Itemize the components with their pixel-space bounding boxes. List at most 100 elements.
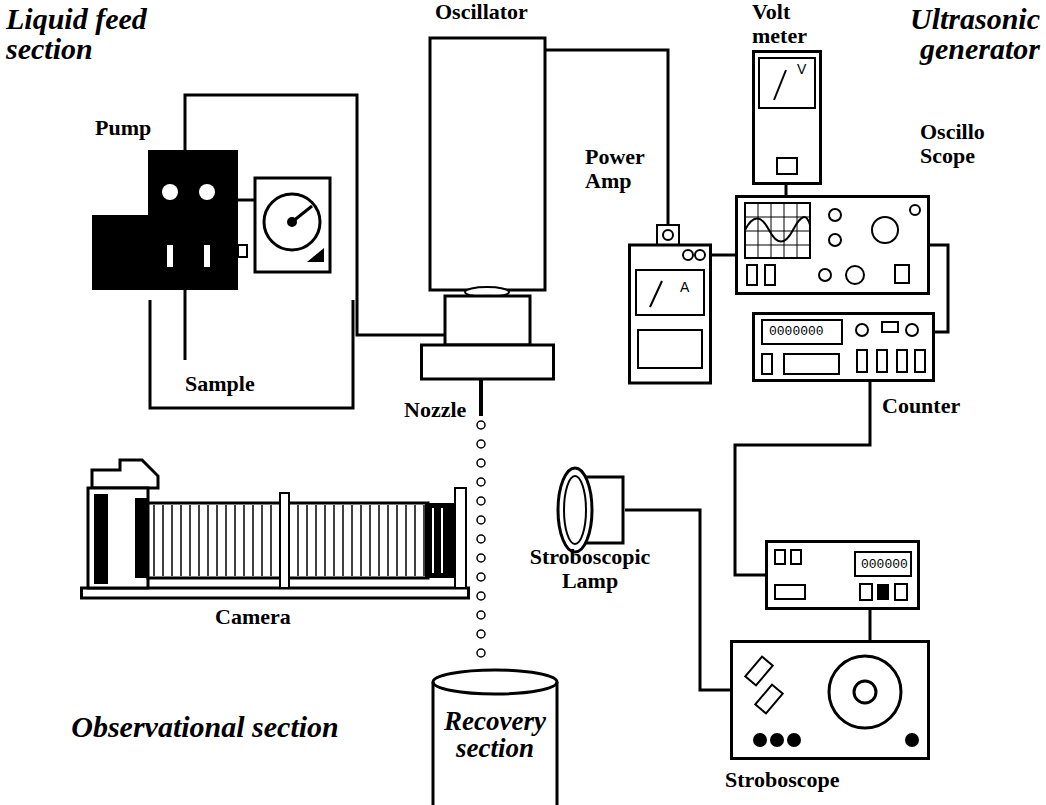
drawing-path bbox=[745, 217, 810, 241]
drawing-circle bbox=[287, 217, 297, 227]
counter: Counter0000000 bbox=[752, 312, 935, 382]
drawing-line bbox=[207, 505, 209, 576]
drawing-line bbox=[198, 505, 200, 576]
power-amplifier: Power AmpA bbox=[628, 225, 712, 385]
device-label: 000000 bbox=[861, 558, 908, 571]
drawing-rect bbox=[422, 345, 554, 379]
drawing-line bbox=[396, 505, 398, 576]
drawing-rect bbox=[754, 314, 934, 381]
device-label: Pump bbox=[95, 116, 151, 140]
drawing-circle bbox=[477, 478, 485, 486]
drawing-rect bbox=[860, 584, 872, 600]
oscilloscope: Oscillo Scope bbox=[735, 195, 930, 295]
drawing-rect bbox=[877, 350, 887, 372]
display-text: 0000000 bbox=[769, 325, 824, 338]
device-label: Oscillo Scope bbox=[920, 120, 1010, 168]
drawing-rect bbox=[92, 215, 238, 290]
pump-outline bbox=[92, 150, 330, 290]
drawing-circle bbox=[477, 459, 485, 467]
drawing-rect bbox=[255, 178, 330, 272]
drawing-rect bbox=[745, 203, 810, 258]
drawing-circle bbox=[753, 733, 767, 747]
pulse-generator-outline bbox=[765, 540, 920, 610]
drawing-rect bbox=[855, 552, 911, 576]
drawing-line bbox=[420, 334, 445, 337]
device-label: Recovery section bbox=[436, 708, 554, 762]
oscillator-outline bbox=[420, 38, 555, 380]
drawing-rect bbox=[754, 52, 821, 184]
drawing-line bbox=[432, 682, 435, 805]
drawing-line bbox=[333, 505, 335, 576]
drawing-path bbox=[712, 254, 735, 257]
drawing-line bbox=[238, 199, 255, 202]
drawing-circle bbox=[162, 184, 178, 200]
drawing-line bbox=[545, 49, 555, 52]
drawing-rect bbox=[762, 354, 772, 374]
drawing-circle bbox=[477, 516, 485, 524]
drawing-line bbox=[216, 505, 218, 576]
section-title: Observational section bbox=[65, 712, 345, 742]
display-text: V bbox=[797, 62, 806, 76]
drawing-circle bbox=[477, 497, 485, 505]
drawing-line bbox=[189, 505, 191, 576]
drawing-circle bbox=[477, 649, 485, 657]
drawing-circle bbox=[477, 630, 485, 638]
drawing-rect bbox=[882, 322, 898, 332]
drawing-rect bbox=[88, 488, 148, 588]
drawing-line bbox=[324, 505, 326, 576]
device-label: Stroboscopic Lamp bbox=[515, 545, 665, 593]
drawing-path bbox=[745, 203, 810, 258]
drawing-circle bbox=[477, 573, 485, 581]
device-label: Stroboscope bbox=[725, 768, 840, 792]
drawing-ellipse bbox=[433, 670, 557, 694]
drawing-line bbox=[556, 682, 559, 805]
drawing-circle bbox=[477, 440, 485, 448]
drawing-circle bbox=[683, 250, 693, 260]
drawing-rect bbox=[425, 503, 455, 578]
drawing-line bbox=[369, 505, 371, 576]
device-label: Counter bbox=[882, 394, 960, 418]
drawing-circle bbox=[199, 184, 215, 200]
drawing-line bbox=[252, 505, 254, 576]
drawing-rect bbox=[767, 542, 919, 609]
drawing-rect bbox=[765, 265, 775, 285]
drawing-rect bbox=[657, 225, 679, 245]
oscillator: Oscillator bbox=[420, 38, 555, 380]
section-title: Liquid feed section bbox=[6, 4, 191, 64]
section-title: Ultrasonic generator bbox=[850, 4, 1040, 64]
wire-connector bbox=[712, 255, 735, 256]
drawing-rect bbox=[94, 494, 108, 584]
drawing-circle bbox=[819, 269, 831, 281]
drawing-line bbox=[315, 505, 317, 576]
camera-outline bbox=[80, 458, 470, 600]
drawing-line bbox=[184, 300, 187, 360]
counter-outline bbox=[752, 312, 935, 382]
drawing-line bbox=[378, 505, 380, 576]
nozzle-tip bbox=[479, 380, 483, 416]
drawing-line bbox=[270, 505, 272, 576]
pulse-generator: 000000 bbox=[765, 540, 920, 610]
device-label: Oscillator bbox=[435, 0, 528, 24]
drawing-line bbox=[297, 505, 299, 576]
device-label: Power Amp bbox=[585, 145, 657, 193]
drawing-ellipse bbox=[564, 476, 586, 544]
device-label: Camera bbox=[215, 605, 291, 629]
drawing-rect bbox=[897, 350, 907, 372]
drawing-line bbox=[342, 505, 344, 576]
drawing-line bbox=[225, 505, 227, 576]
drawing-rect bbox=[148, 150, 238, 222]
drawing-line bbox=[414, 505, 416, 576]
drawing-rect bbox=[636, 270, 704, 315]
part-label: Nozzle bbox=[404, 398, 466, 422]
drawing-rect bbox=[762, 320, 842, 344]
wire-connector bbox=[555, 50, 668, 225]
drawing-path bbox=[555, 50, 668, 225]
drawing-circle bbox=[663, 230, 673, 240]
drawing-circle bbox=[829, 656, 901, 728]
drawing-line bbox=[162, 505, 164, 576]
drawing-path bbox=[785, 185, 788, 195]
wire-connector bbox=[625, 510, 730, 690]
drawing-line bbox=[234, 505, 236, 576]
drawing-circle bbox=[910, 205, 920, 215]
